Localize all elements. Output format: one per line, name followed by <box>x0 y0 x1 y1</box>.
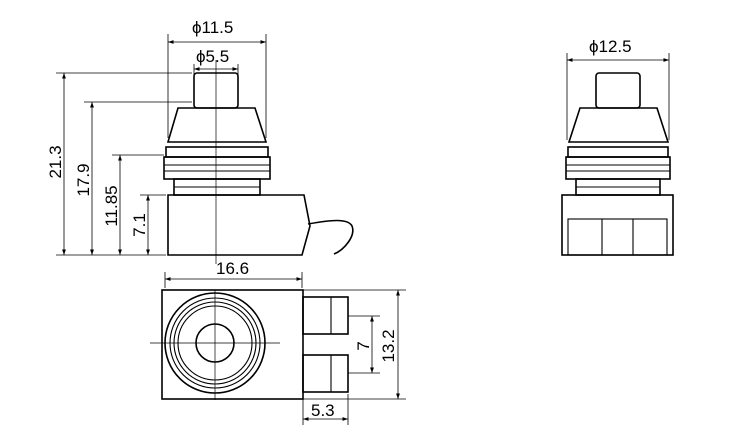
dim-terminal-spacing: 7 <box>354 341 373 350</box>
right-button-cap <box>567 107 670 143</box>
lead-wire <box>307 219 354 255</box>
dim-body-height: 7.1 <box>130 213 149 237</box>
bezel-ring <box>165 146 269 158</box>
dim-cap-height: 17.9 <box>74 163 93 196</box>
button-cap <box>166 107 268 143</box>
right-plunger <box>595 72 641 109</box>
dim-total-height: 21.3 <box>46 145 65 178</box>
bottom-body <box>161 289 304 400</box>
dim-body-width: 16.6 <box>216 259 249 278</box>
switch-body <box>167 194 311 256</box>
bottom-view: 16.6 13.2 7 5.3 <box>150 259 406 425</box>
terminal-bottom <box>302 354 349 393</box>
right-mount-ring <box>565 156 671 180</box>
right-view: ϕ12.5 <box>561 37 674 256</box>
dim-terminal-width: 5.3 <box>311 401 335 420</box>
side-view: ϕ11.5 ϕ5.5 21.3 17.9 11.85 7.1 <box>46 18 354 264</box>
dim-outer-diameter: ϕ11.5 <box>192 18 233 37</box>
right-body <box>561 194 674 256</box>
dim-overall-height: 13.2 <box>379 329 398 362</box>
dim-right-diameter: ϕ12.5 <box>589 37 632 56</box>
dim-stem-diameter: ϕ5.5 <box>196 47 229 66</box>
dim-ring-height: 11.85 <box>102 185 121 226</box>
mount-ring <box>163 156 271 180</box>
right-bezel-ring <box>567 146 669 158</box>
terminal-top <box>302 296 349 335</box>
